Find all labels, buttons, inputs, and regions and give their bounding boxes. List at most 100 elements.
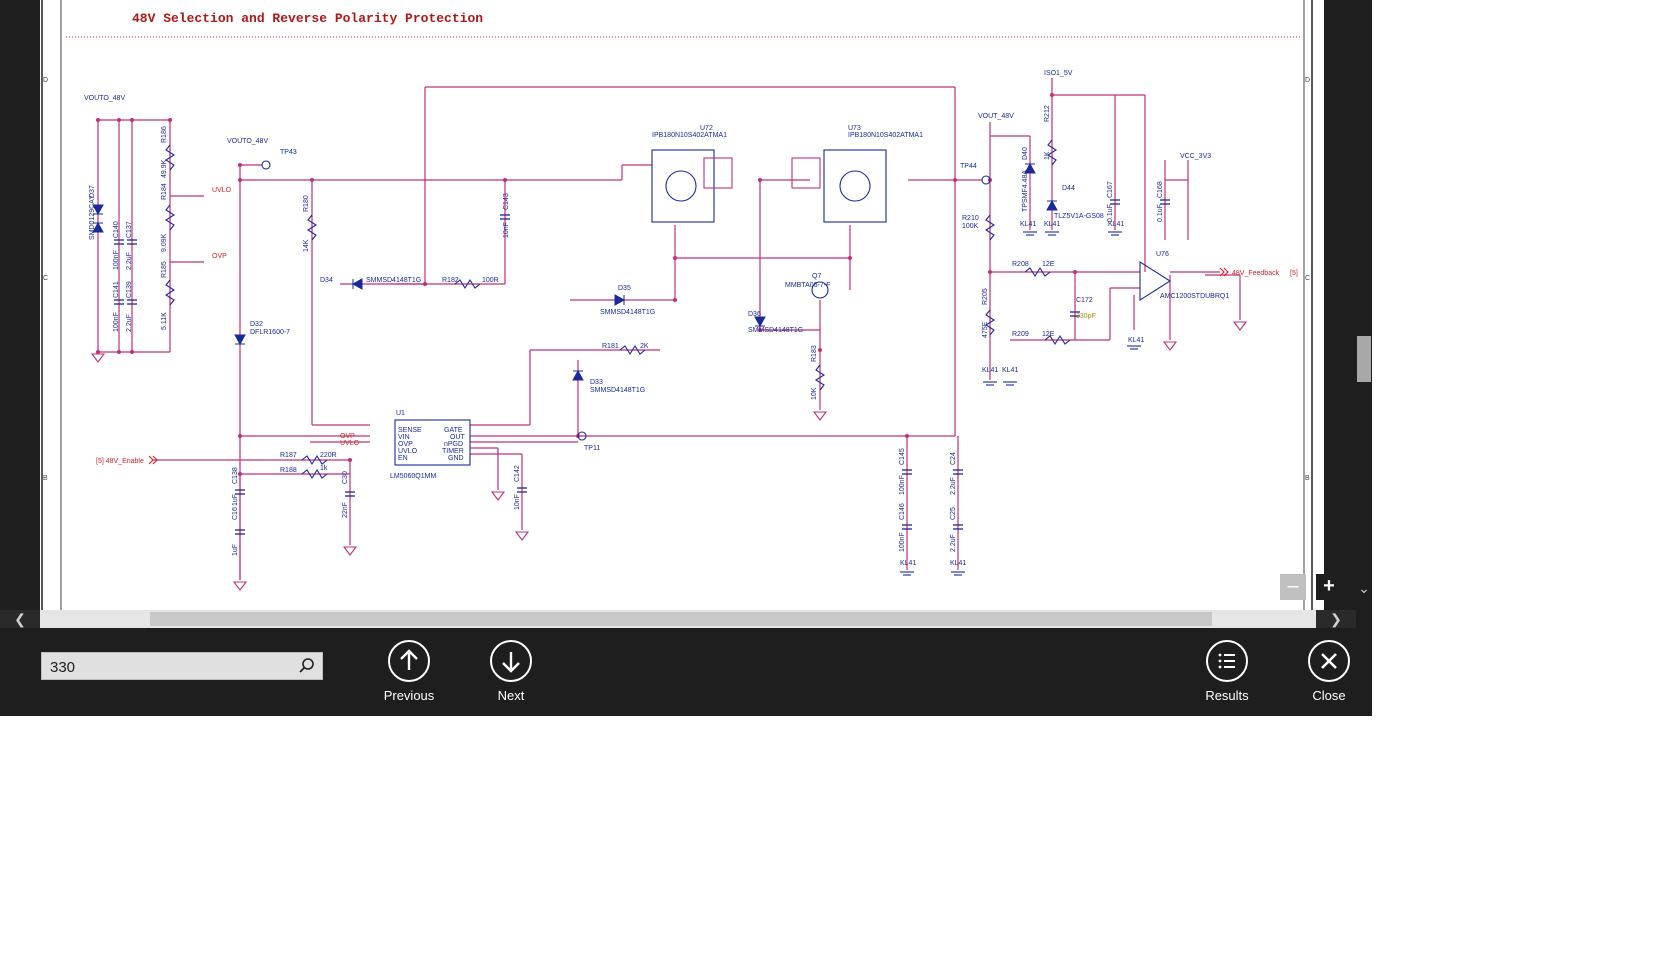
next-label: Next	[497, 688, 525, 703]
label-d35: D35	[618, 285, 631, 292]
label-c172-val: 330pF	[1076, 313, 1096, 320]
label-u76: U76	[1156, 251, 1169, 258]
svg-text:C: C	[43, 275, 48, 282]
label-d37: D37	[89, 185, 96, 198]
schematic-title: 48V Selection and Reverse Polarity Prote…	[132, 11, 483, 26]
label-d33-part: SMMSD4148T1G	[590, 387, 645, 394]
results-button[interactable]: Results	[1182, 640, 1272, 710]
label-u72: U72	[700, 125, 713, 132]
search-input[interactable]	[48, 653, 292, 681]
label-r185: R185	[161, 261, 168, 278]
label-r212-val: 1K	[1044, 151, 1051, 160]
chevron-right-icon[interactable]: ❯	[1316, 610, 1356, 628]
search-icon[interactable]	[298, 657, 316, 675]
label-kl41-4: KL41	[1044, 221, 1060, 228]
label-c142-val: 10nF	[514, 494, 521, 510]
label-kl41-5: KL41	[1108, 221, 1124, 228]
horizontal-scrollbar[interactable]: ❮ ❯	[0, 610, 1356, 628]
svg-text:D: D	[43, 77, 48, 84]
label-d32-part: DFLR1600-7	[250, 329, 290, 336]
label-c145: C145	[899, 448, 906, 465]
label-c141: C141	[113, 281, 120, 298]
label-c139: C139	[126, 281, 133, 298]
label-c16-val: 1uF	[232, 494, 239, 506]
left-margin-strip	[0, 0, 40, 614]
label-r186: R186	[161, 126, 168, 143]
label-d37-part: SMD0129CAY	[89, 195, 96, 240]
label-c25: C25	[950, 507, 957, 520]
label-c142: C142	[514, 465, 521, 482]
label-r212: R212	[1044, 105, 1051, 122]
label-c146: C146	[899, 503, 906, 520]
net-vouto-48v-a: VOUTO_48V	[84, 95, 125, 102]
label-r205: R205	[982, 288, 989, 305]
net-vout-48v: VOUT_48V	[978, 113, 1014, 120]
label-d35-part: SMMSD4148T1G	[600, 309, 655, 316]
label-d34: D34	[320, 277, 333, 284]
u1-pin-vin: VIN	[398, 434, 410, 441]
search-field[interactable]	[41, 652, 323, 681]
net-feedback-port[interactable]: 48V_Feedback	[1232, 270, 1280, 277]
label-d33: D33	[590, 379, 603, 386]
label-r187: R187	[280, 452, 297, 459]
close-button[interactable]: Close	[1284, 640, 1374, 710]
results-label: Results	[1205, 688, 1249, 703]
label-c137-val: 2.2uF	[126, 252, 133, 270]
label-r209: R209	[1012, 331, 1029, 338]
label-r208-val: 12E	[1042, 261, 1055, 268]
label-r209-val: 12E	[1042, 331, 1055, 338]
label-tp43: TP43	[280, 149, 297, 156]
label-c16-val2: 1uF	[232, 544, 239, 556]
label-d40-part: TPSMF4.48A	[1022, 170, 1029, 212]
close-icon	[1308, 640, 1350, 682]
previous-button[interactable]: Previous	[364, 640, 454, 710]
u1-pin-gnd: GND	[448, 455, 464, 462]
u1-net-uvlo: UVLO	[340, 440, 360, 447]
label-c146-val: 100nF	[899, 532, 906, 552]
close-label: Close	[1312, 688, 1346, 703]
label-r210-val: 100K	[962, 223, 979, 230]
label-r183: R183	[811, 345, 818, 362]
arrow-up-icon	[388, 640, 430, 682]
net-ovp: OVP	[212, 253, 227, 260]
chevron-left-icon[interactable]: ❮	[0, 610, 40, 628]
label-u76-part: AMC1200STDUBRQ1	[1160, 293, 1229, 300]
horizontal-scrollbar-thumb[interactable]	[150, 612, 1212, 626]
label-c172: C172	[1076, 297, 1093, 304]
label-r187-val: 220R	[320, 452, 337, 459]
label-u73-part: IPB180N10S402ATMA1	[848, 132, 923, 139]
label-kl41-2: KL41	[1002, 367, 1018, 374]
label-c145-val: 100nF	[899, 475, 906, 495]
label-c167: C167	[1107, 181, 1114, 198]
u1-pin-npgd: nPGD	[444, 441, 463, 448]
u1-pin-uvlo: UVLO	[398, 448, 418, 455]
label-r188-val: 1k	[320, 465, 328, 472]
net-iso1-5v: ISO1_5V	[1044, 70, 1073, 77]
label-c168-val: 0.1uF	[1157, 204, 1164, 222]
label-c137: C137	[126, 221, 133, 238]
label-r208: R208	[1012, 261, 1029, 268]
schematic-drawing: DCB DCB 48V Selection and Reverse Polari…	[41, 0, 1313, 614]
minus-icon[interactable]: –	[1280, 574, 1306, 600]
label-kl41-1: KL41	[982, 367, 998, 374]
label-d32: D32	[250, 321, 263, 328]
vertical-scrollbar-thumb[interactable]	[1357, 336, 1371, 382]
chevron-down-icon[interactable]: ⌄	[1358, 580, 1370, 596]
label-c140: C140	[113, 221, 120, 238]
plus-icon[interactable]: +	[1316, 574, 1342, 600]
vertical-scrollbar[interactable]: ⌄	[1356, 0, 1372, 614]
svg-text:B: B	[1305, 475, 1310, 482]
net-vouto-48v-b: VOUTO_48V	[227, 138, 268, 145]
label-kl41-8: KL41	[950, 560, 966, 567]
u1-pin-out: OUT	[450, 434, 466, 441]
u1-pin-ovp: OVP	[398, 441, 413, 448]
u1-pin-sense: SENSE	[398, 427, 422, 434]
label-r185-val2: 5.11K	[161, 312, 168, 330]
net-enable-port[interactable]: [5] 48V_Enable	[96, 458, 144, 465]
label-c24: C24	[950, 452, 957, 465]
label-u1-part: LM5060Q1MM	[390, 473, 436, 480]
label-c30-val: 22nF	[342, 502, 349, 518]
next-button[interactable]: Next	[466, 640, 556, 710]
